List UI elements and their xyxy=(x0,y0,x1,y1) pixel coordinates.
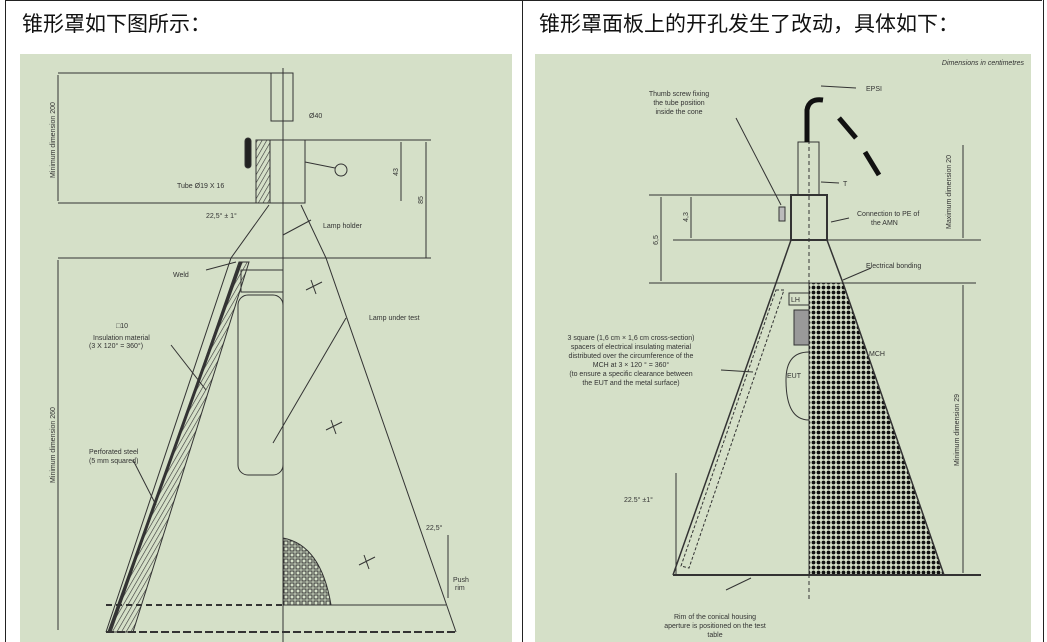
spacer-label-1: 3 square (1,6 cm × 1,6 cm cross-section) xyxy=(567,335,694,342)
bonding-label: Electrical bonding xyxy=(866,263,921,270)
angle-label: 22.5° ±1° xyxy=(624,496,653,504)
insulation-label-1: Insulation material xyxy=(93,335,150,342)
right-cell: 锥形罩面板上的开孔发生了改动，具体如下： xyxy=(522,0,1044,642)
angle-label: 22,5° ± 1° xyxy=(206,212,237,220)
push-rim-label-2: rim xyxy=(455,585,465,592)
insulation-label-2: (3 X 120° = 360°) xyxy=(89,342,143,350)
pe-label-2: the AMN xyxy=(871,220,898,227)
angle2-label: 22,5° xyxy=(426,524,443,532)
thumb-label-2: the tube position xyxy=(653,100,704,107)
diagram-svg: Dimensions in centimetres Thumb screw fi… xyxy=(567,60,1025,639)
diameter-label: Ø40 xyxy=(309,113,322,120)
thumb-label-1: Thumb screw fixing xyxy=(649,91,709,98)
diagram-svg: Minimum dimension 200 Minimum dimension … xyxy=(50,68,469,642)
steel-label-1: Perforated steel xyxy=(89,449,139,456)
right-heading: 锥形罩面板上的开孔发生了改动，具体如下： xyxy=(539,12,959,36)
spacer-label-5: (to ensure a specific clearance between xyxy=(569,371,692,378)
rim-label-1: Rim of the conical housing xyxy=(674,614,756,621)
cone-housing-diagram-original: Minimum dimension 200 Minimum dimension … xyxy=(20,54,512,642)
epsi-label: EPSI xyxy=(866,86,882,93)
tube-label: Tube Ø19 X 16 xyxy=(177,183,224,190)
left-cell: 锥形罩如下图所示： xyxy=(5,0,522,642)
left-heading: 锥形罩如下图所示： xyxy=(22,12,211,36)
pe-label-1: Connection to PE of xyxy=(857,211,919,218)
spacer-label-6: the EUT and the metal surface) xyxy=(582,380,679,387)
weld-label: Weld xyxy=(173,272,189,279)
square-label: □10 xyxy=(116,323,128,330)
t-label: T xyxy=(843,181,848,188)
spacer-label-3: distributed over the circumference of th… xyxy=(569,353,694,360)
min-dim-label: Minimum dimension 29 xyxy=(954,394,961,466)
lamp-holder-label: Lamp holder xyxy=(323,223,363,230)
thumb-label-3: inside the cone xyxy=(655,109,702,116)
cone-housing-diagram-modified: Dimensions in centimetres Thumb screw fi… xyxy=(535,54,1031,642)
eut-label: EUT xyxy=(787,373,802,380)
mch-label: MCH xyxy=(869,351,885,358)
min-dim-bottom-label: Minimum dimension 260 xyxy=(50,407,57,483)
spacer-label-4: MCH at 3 × 120 ° = 360° xyxy=(593,361,670,369)
min-dim-top-label: Minimum dimension 200 xyxy=(50,102,57,178)
max-dim-label: Maximum dimension 20 xyxy=(946,155,953,229)
units-label: Dimensions in centimetres xyxy=(942,60,1025,67)
lamp-under-test-label: Lamp under test xyxy=(369,315,420,322)
dim-43-label: 43 xyxy=(393,168,400,176)
dim-85-label: 85 xyxy=(418,196,425,204)
spacer-label-2: spacers of electrical insulating materia… xyxy=(571,344,692,351)
lh-label: LH xyxy=(791,297,800,304)
rim-label-2: aperture is positioned on the test xyxy=(664,623,766,630)
push-rim-label-1: Push xyxy=(453,577,469,584)
table-top-border xyxy=(5,0,1042,1)
steel-label-2: (5 mm squared) xyxy=(89,458,138,465)
dim-65-label: 6,5 xyxy=(653,235,660,245)
rim-label-3: table xyxy=(707,632,722,639)
dim-43-label: 4,3 xyxy=(683,212,690,222)
